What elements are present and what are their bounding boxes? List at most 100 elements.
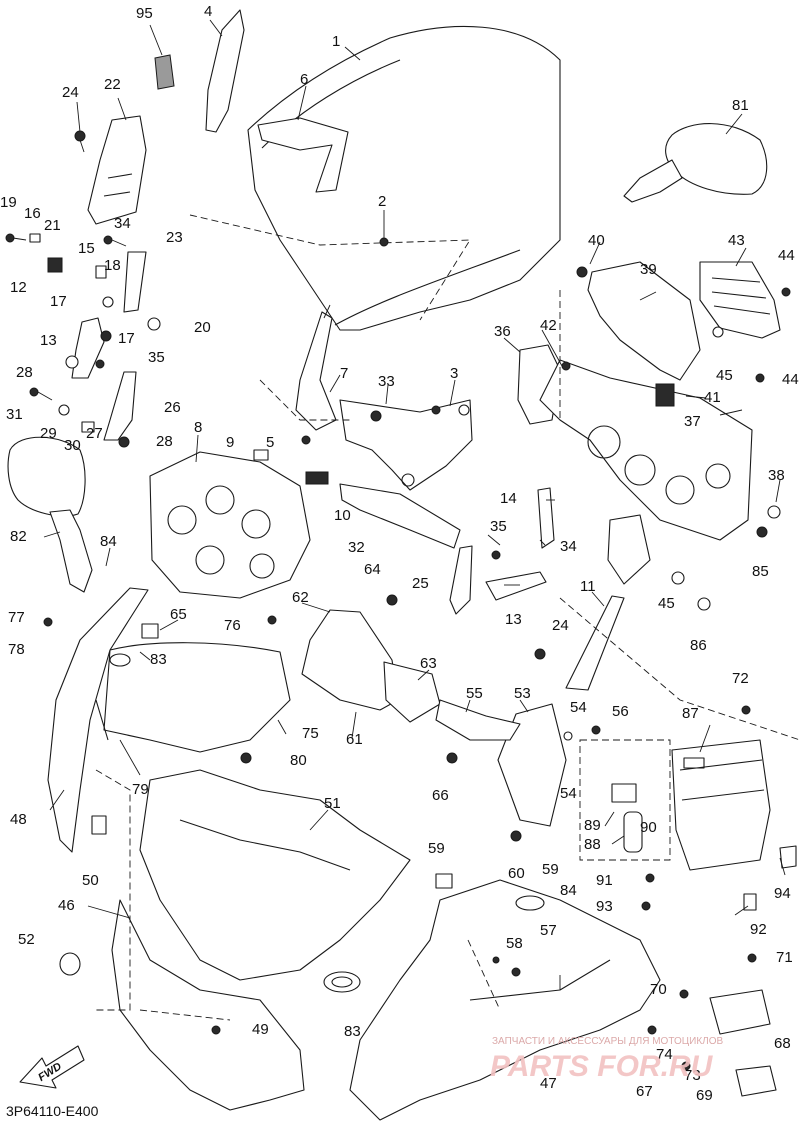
callout-32: 32 [348,539,365,556]
watermark-line1: ЗАПЧАСТИ И АКСЕССУАРЫ ДЛЯ МОТОЦИКЛОВ [492,1036,724,1047]
inner-strip-55 [435,699,521,741]
connector-10 [305,471,329,485]
callout-74: 74 [656,1046,673,1063]
callout-35b: 35 [490,518,507,535]
bolt-34a [103,235,127,247]
clamp-9 [253,449,269,461]
screen-mount-bracket [257,117,349,193]
callout-40: 40 [588,232,605,249]
callout-23: 23 [166,229,183,246]
side-bracket-plate [87,115,147,225]
main-stay-frame [539,359,753,541]
bolt-42 [561,361,571,371]
screw-49 [211,1025,221,1035]
callout-58: 58 [506,935,523,952]
clip-65 [141,623,159,639]
bolt-40 [576,266,588,278]
screw-57 [511,967,521,977]
grommet [655,383,675,407]
round-cap [59,952,81,976]
screw-5 [301,435,311,445]
callout-83b: 83 [344,1023,361,1040]
callout-75: 75 [302,725,319,742]
callout-18: 18 [104,257,121,274]
bolt-73 [681,1061,691,1071]
callout-59a: 59 [428,840,445,857]
screw-77 [43,617,53,627]
callout-66: 66 [432,787,449,804]
callout-28a: 28 [16,364,33,381]
bolt-93 [641,901,651,911]
callout-1: 1 [332,33,340,50]
bolt-64 [386,594,398,606]
callout-44b: 44 [782,371,799,388]
callout-54b: 54 [560,785,577,802]
screw-80 [240,752,252,764]
callout-50: 50 [82,872,99,889]
nut-28a [65,355,79,369]
link-plate-right-upper [537,487,555,549]
callout-41: 41 [704,389,721,406]
callout-17a: 17 [50,293,67,310]
nut-85 [756,526,768,538]
spring-21 [47,257,63,273]
callout-8: 8 [194,419,202,436]
lower-stay-bar [339,483,461,549]
bolt-35b [491,550,501,560]
windscreen [247,25,561,331]
bolt-35a [95,359,105,369]
bolt-71 [747,953,757,963]
link-plate-left [71,317,105,379]
callout-9: 9 [226,434,234,451]
callout-37: 37 [684,413,701,430]
callout-34a: 34 [114,215,131,232]
callout-53: 53 [514,685,531,702]
callout-22: 22 [104,76,121,93]
lower-bracket-69 [735,1065,777,1097]
callout-90: 90 [640,819,657,836]
callout-31: 31 [6,406,23,423]
callout-17b: 17 [118,330,135,347]
callout-77: 77 [8,609,25,626]
caution-label [154,54,175,90]
link-plate-right-mid [485,571,547,601]
bolt-44b [755,373,765,383]
callout-36: 36 [494,323,511,340]
side-cowling-inner [103,642,291,753]
inner-panel-right [497,703,567,827]
callout-39: 39 [640,261,657,278]
screw-60 [510,830,522,842]
inner-panel-left [301,609,399,711]
inner-bracket-63 [383,661,441,723]
bolt-19 [5,233,27,243]
callout-91: 91 [596,872,613,889]
bolt-24 [74,130,86,153]
fasteners [5,130,791,1071]
callout-94: 94 [774,885,791,902]
bolt-44a [781,287,791,297]
callout-48: 48 [10,811,27,828]
clip-50 [91,815,107,835]
callout-4: 4 [204,3,212,20]
clip-92 [743,893,757,911]
callout-20: 20 [194,319,211,336]
nut-28b [118,436,130,448]
callout-60: 60 [508,865,525,882]
callout-46: 46 [58,897,75,914]
bolt-70 [679,989,689,999]
screw-58 [492,956,500,964]
callout-65: 65 [170,606,187,623]
callout-25: 25 [412,575,429,592]
washer-17a [102,296,114,308]
callout-55: 55 [466,685,483,702]
callout-7: 7 [340,365,348,382]
washer-29 [58,404,70,416]
screw-76 [267,615,277,625]
watermark-line2: PARTS FOR.RU [490,1050,714,1083]
nut-45a [712,326,724,338]
callout-71: 71 [776,949,793,966]
mirror-right [665,123,768,195]
clip-54 [563,731,573,741]
callout-38: 38 [768,467,785,484]
callout-69: 69 [696,1087,713,1104]
